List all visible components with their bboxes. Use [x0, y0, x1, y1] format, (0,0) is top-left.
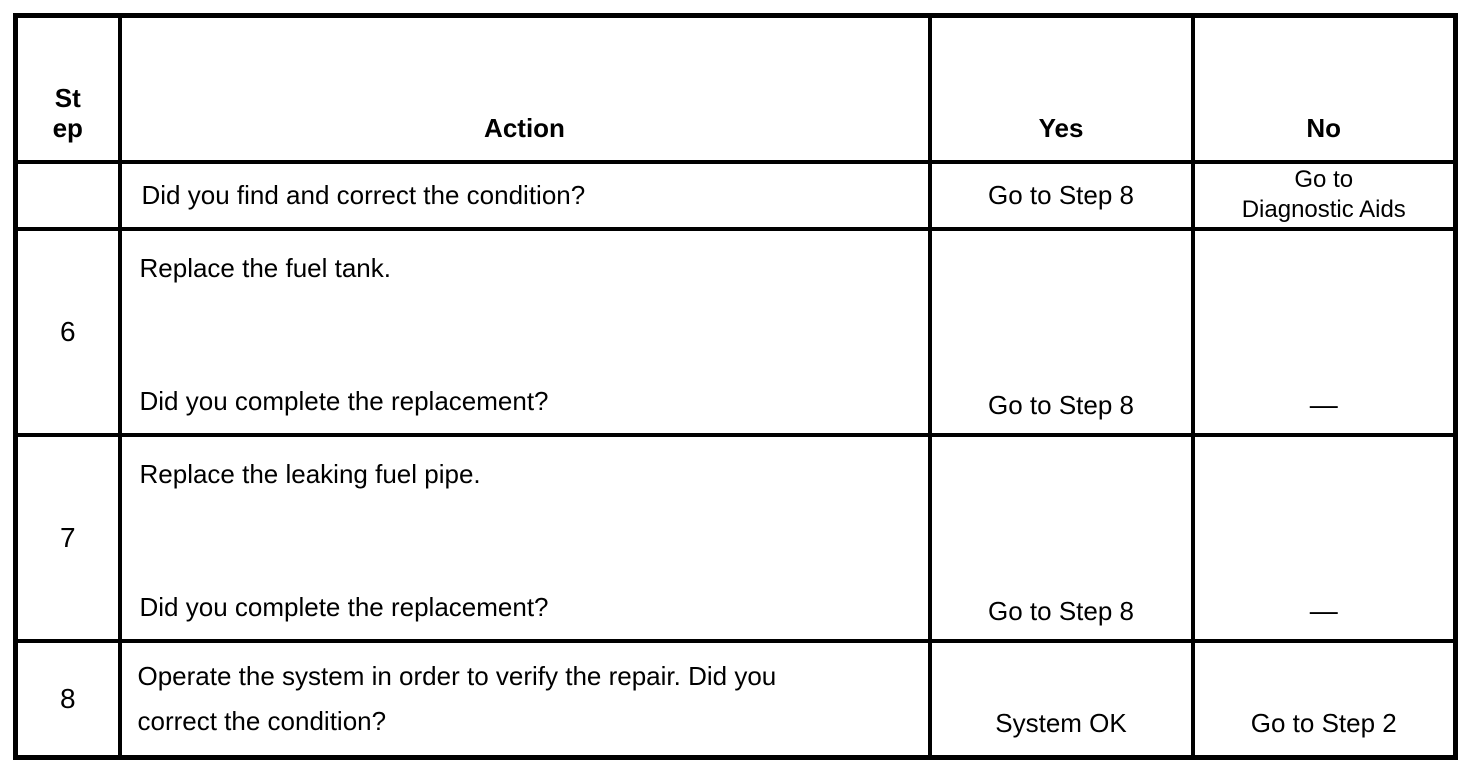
- no-cell: —: [1190, 226, 1458, 437]
- header-row: St ep Action Yes No: [13, 13, 1458, 164]
- yes-cell: Go to Step 8: [927, 432, 1195, 643]
- action-cell: Replace the leaking fuel pipe. Did you c…: [117, 432, 932, 643]
- diagnostic-step-table: St ep Action Yes No Did you find and cor…: [13, 13, 1458, 760]
- step-cell: [13, 159, 122, 231]
- action-question: Did you find and correct the condition?: [117, 159, 932, 231]
- step-cell: 6: [13, 226, 122, 437]
- no-cell: Go to Step 2: [1190, 638, 1458, 760]
- yes-cell: System OK: [927, 638, 1195, 760]
- header-action: Action: [117, 13, 932, 164]
- table-row-step-7: 7 Replace the leaking fuel pipe. Did you…: [13, 432, 1458, 643]
- yes-cell: Go to Step 8: [927, 226, 1195, 437]
- step-cell: 8: [13, 638, 122, 760]
- action-question: Did you complete the replacement?: [139, 591, 549, 622]
- action-stack: Replace the leaking fuel pipe. Did you c…: [124, 439, 926, 635]
- header-step: St ep: [13, 13, 122, 164]
- no-cell: Go to Diagnostic Aids: [1190, 159, 1458, 231]
- action-question: Operate the system in order to verify th…: [117, 638, 932, 760]
- yes-cell: Go to Step 8: [927, 159, 1195, 231]
- action-stack: Replace the fuel tank. Did you complete …: [124, 233, 926, 429]
- header-no: No: [1190, 13, 1458, 164]
- header-yes: Yes: [927, 13, 1195, 164]
- action-question: Did you complete the replacement?: [139, 385, 549, 416]
- table-row-step-6: 6 Replace the fuel tank. Did you complet…: [13, 226, 1458, 437]
- table-row-continuation: Did you find and correct the condition? …: [13, 159, 1458, 231]
- no-cell: —: [1190, 432, 1458, 643]
- action-instruction: Replace the leaking fuel pipe.: [139, 458, 481, 489]
- action-cell: Replace the fuel tank. Did you complete …: [117, 226, 932, 437]
- action-instruction: Replace the fuel tank.: [139, 252, 392, 283]
- step-cell: 7: [13, 432, 122, 643]
- table-row-step-8: 8 Operate the system in order to verify …: [13, 638, 1458, 760]
